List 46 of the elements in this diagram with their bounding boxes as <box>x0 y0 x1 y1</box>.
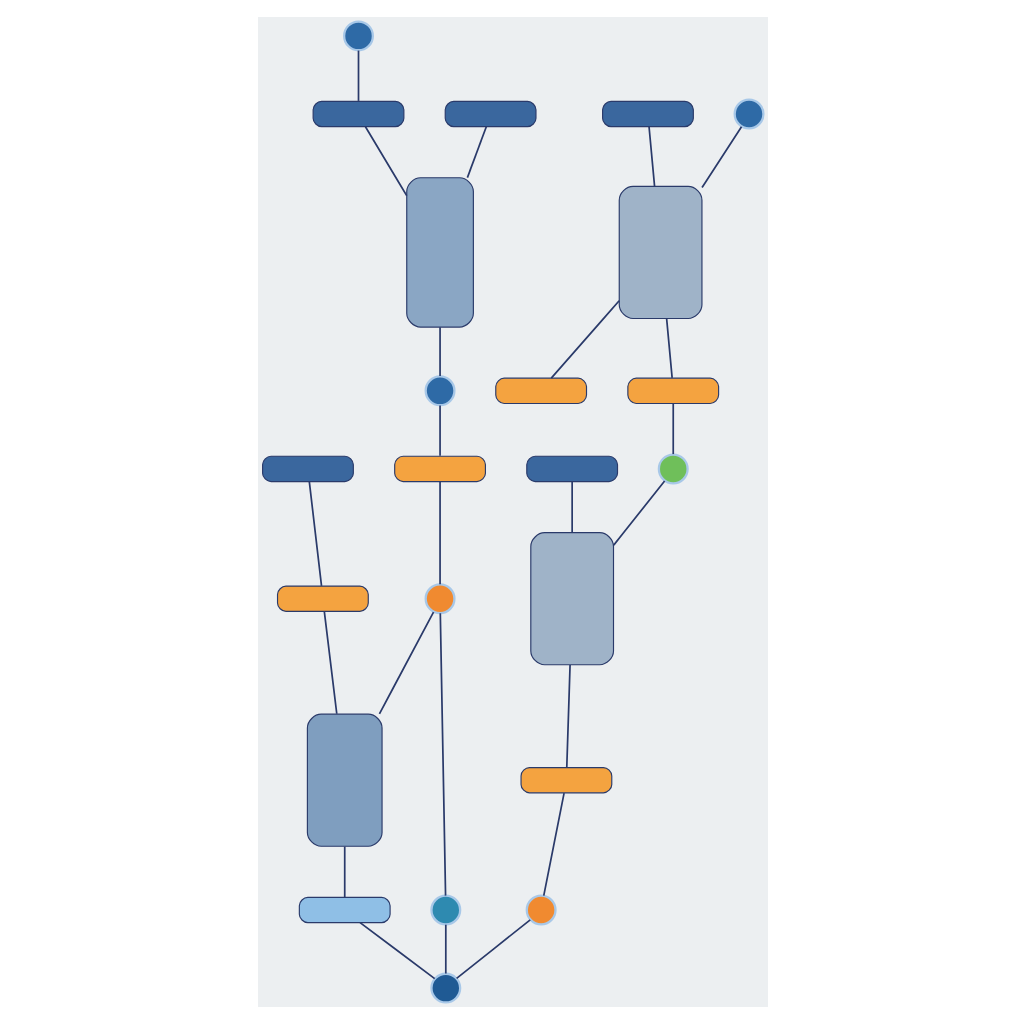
connector <box>438 612 446 897</box>
node-circle <box>429 972 461 1004</box>
connector <box>549 299 619 379</box>
node-circle <box>524 894 556 926</box>
node-box <box>525 455 618 483</box>
connector <box>611 480 665 546</box>
connector <box>342 845 345 898</box>
node-box <box>311 100 404 128</box>
node-box <box>601 100 693 128</box>
connector <box>377 611 434 715</box>
node-circle <box>429 894 461 926</box>
node-circle <box>732 98 764 130</box>
connector <box>541 792 564 897</box>
connector <box>671 402 674 455</box>
connector <box>664 317 672 379</box>
node-box <box>405 177 473 328</box>
connector <box>454 919 531 980</box>
connector <box>438 326 440 377</box>
node-circle <box>342 20 373 52</box>
connector <box>358 921 435 980</box>
node-box <box>617 185 702 320</box>
connector <box>438 404 440 457</box>
connector <box>647 125 655 187</box>
connector <box>322 610 337 715</box>
node-box <box>519 767 612 794</box>
connector <box>307 480 322 587</box>
node-circle <box>656 453 688 485</box>
node-box <box>393 455 485 483</box>
node-circle <box>423 583 455 615</box>
node-box <box>297 896 390 924</box>
node-circle <box>423 375 455 407</box>
connector <box>564 664 570 769</box>
connector <box>570 480 572 534</box>
connector <box>700 125 742 189</box>
connector <box>465 125 487 179</box>
connector <box>363 125 407 197</box>
connector <box>443 923 446 975</box>
node-box <box>494 377 587 405</box>
node-box <box>305 713 382 847</box>
node-box <box>529 532 614 666</box>
node-box <box>443 100 536 128</box>
node-box <box>261 455 353 483</box>
node-box <box>275 585 368 612</box>
node-box <box>626 377 719 405</box>
connector <box>438 480 440 586</box>
connector <box>356 49 359 102</box>
